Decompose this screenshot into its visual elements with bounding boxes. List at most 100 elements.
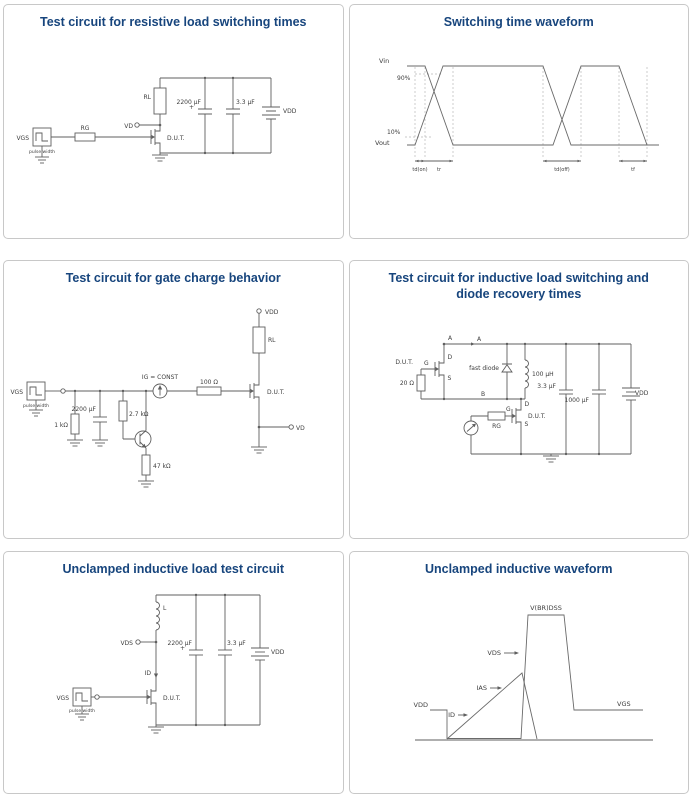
resistor-20ohm-label: 20 Ω [400,380,415,387]
panel-title: Unclamped inductive load test circuit [62,562,285,576]
mosfet-dut-symbol [146,684,157,709]
current-source-ig [152,383,168,399]
panel-title: Test circuit for gate charge behavior [65,271,281,285]
junction-dots [204,76,235,154]
timing-interval-arrows [414,159,647,162]
pulse-generator [26,381,46,401]
resistor-20ohm [416,369,426,400]
inductive-switching-circuit-diagram: A A D G S D.U.T. 20 Ω B [395,335,649,463]
cap-1000uf-label: 1000 µF [564,397,589,404]
vbrdss-label: V(BR)DSS [530,604,562,612]
id-arrow [457,712,468,717]
cap-2200uf-label: 2200 µF [177,99,202,106]
resistor-rg [470,411,506,422]
cap-plus-label: + [180,645,185,652]
figure-row-3: Unclamped inductive load test circuit L … [3,551,689,794]
td-off-label: td(off) [554,167,570,173]
level-marker-lines [404,73,443,137]
vgs-label: VGS [17,135,30,142]
ground-symbol [138,480,155,488]
tf-label: tf [631,167,635,173]
capacitor-1000uf [591,344,606,455]
resistor-100ohm-label: 100 Ω [200,379,218,386]
ground-symbol [29,399,44,417]
dut-label: D.U.T. [267,389,285,396]
unclamped-waveform-plot: V(BR)DSS VDS IAS ID VDD VGS [413,604,653,741]
mosfet-dut-symbol [249,378,260,403]
ground-symbol [542,454,559,463]
drain-current-arrow [154,673,159,678]
battery-vdd [251,594,270,725]
dut2-source-label: S [524,421,528,428]
gate-pulse-source [463,420,479,455]
inductor-l-label: L [163,605,167,612]
ninety-percent-label: 90% [397,75,411,82]
id-label: ID [448,711,455,719]
output-waveform-trace [406,65,659,146]
vgs-label: VGS [57,695,70,702]
resistor-2p7k-label: 2.7 kΩ [129,411,149,418]
ig-const-label: IG = CONST [142,374,178,381]
capacitor-3p3uf [218,594,233,725]
node-b-label: B [481,391,485,398]
input-waveform-trace [406,65,659,146]
vds-terminal [135,638,157,645]
dut-label: D.U.T. [167,135,185,142]
current-probe-arrow [460,342,475,346]
panel-title: Unclamped inductive waveform [424,562,613,576]
vdd-label: VDD [283,108,297,115]
rl-label: RL [268,337,276,344]
cap-2200uf-label: 2200 µF [168,640,193,647]
panel-unclamped-waveform: Unclamped inductive waveform V(BR)DSS VD… [348,551,689,794]
vdd-label: VDD [271,649,285,656]
panel-title: Test circuit for inductive load switchin… [388,271,649,301]
inductor-l [155,594,161,685]
td-on-label: td(on) [412,167,427,173]
capacitor-2200uf [198,77,213,153]
resistor-1k [70,390,80,440]
junction-dots [442,343,600,456]
dut2-drain-label: D [524,401,529,408]
dut2-label: D.U.T. [528,413,546,420]
figure-row-2: Test circuit for gate charge behavior VD… [3,260,689,539]
cap-3p3uf-label: 3.3 µF [236,99,255,106]
cap-plus-label: + [189,104,194,111]
dut1-label: D.U.T. [395,359,413,366]
capacitor-3p3uf [558,344,573,455]
vds-label: VDS [487,649,501,657]
vdd-label: VDD [635,390,649,397]
inductor-100uh [524,344,529,400]
input-terminal [60,387,66,394]
bjt-transistor-symbol [123,390,152,455]
tr-label: tr [437,167,442,173]
rl-label: RL [144,94,152,101]
cap-3p3uf-label: 3.3 µF [227,640,246,647]
current-probe-label: A [477,336,482,343]
id-ramp-trace [446,671,538,739]
pulse-generator [32,127,52,147]
junction-dot [158,123,162,126]
battery-vdd [621,344,640,455]
dut1-drain-label: D [447,354,452,361]
vd-label: VD [125,123,134,130]
ground-symbol [67,439,84,447]
ground-symbol [251,446,268,454]
panel-title: Switching time waveform [443,15,594,29]
resistor-rl [252,326,266,379]
dut2-gate-label: G [506,406,511,413]
resistor-100ohm [196,386,222,396]
ground-symbol [75,705,90,721]
panel-resistive-switching-circuit: Test circuit for resistive load switchin… [3,4,344,239]
dut1-leads [420,344,445,400]
dut1-gate-label: G [424,360,429,367]
vdd-terminal [256,307,262,327]
vds-label: VDS [121,640,134,647]
ten-percent-label: 10% [387,129,401,136]
id-label: ID [145,670,152,677]
resistor-2p7k [118,390,128,439]
junction-dot [154,640,158,643]
fast-diode-symbol [500,344,513,400]
panel-inductive-switching-circuit: Test circuit for inductive load switchin… [348,260,689,539]
ground-symbol [35,145,50,164]
vdd-label: VDD [413,701,427,709]
